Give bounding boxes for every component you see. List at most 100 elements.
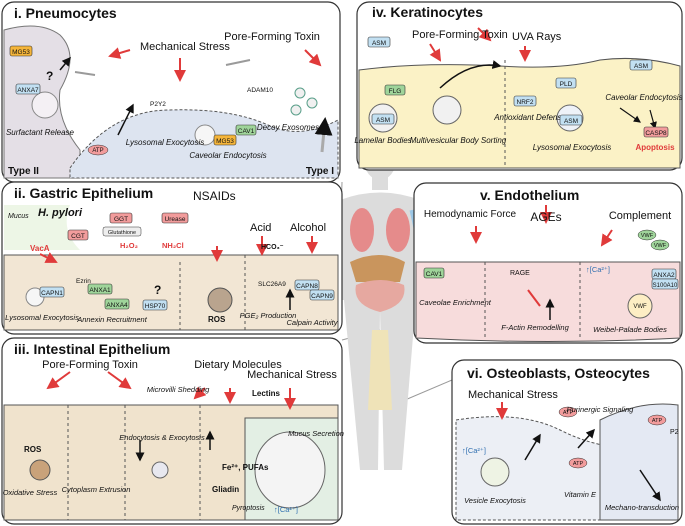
casp8-label: CASP8 xyxy=(645,130,667,137)
urease-box xyxy=(161,212,189,224)
lamellar-bodies-label: Lamellar Bodies xyxy=(354,136,411,145)
nsaids-label: NSAIDs xyxy=(193,189,236,203)
capn1-box xyxy=(39,286,65,298)
asm-label-4: ASM xyxy=(634,63,648,70)
s100a10-label: S100A10 xyxy=(653,283,678,289)
h2o2-label: H₂O₂ xyxy=(120,241,138,250)
pore-forming-toxin-label: Pore-Forming Toxin xyxy=(224,31,320,43)
asm-box-4 xyxy=(629,59,653,71)
multivesicular-body-sorting-label: Multivesicular Body Sorting xyxy=(410,136,507,145)
gliadin-label: Gliadin xyxy=(212,485,239,494)
h-pylori-label: H. pylori xyxy=(38,207,83,219)
intestinal-title: iii. Intestinal Epithelium xyxy=(14,341,170,357)
caveolae-enrichment-label: Caveolae Enrichment xyxy=(419,298,492,307)
anxa7-box xyxy=(15,83,41,95)
intestinal-pore-forming-toxin: Pore-Forming Toxin xyxy=(42,359,138,371)
glutathione-label: Glutathione xyxy=(108,230,136,236)
mg53-box-2 xyxy=(213,134,237,146)
decoy-exosomes-label: Decoy Exosomes xyxy=(257,123,319,132)
anxa7-label: ANXA7 xyxy=(17,87,39,94)
gastric-ros-label: ROS xyxy=(208,315,226,324)
osteo-mechanical-stress: Mechanical Stress xyxy=(468,389,558,401)
surfactant-release-label: Surfactant Release xyxy=(6,128,75,137)
mucus-label: Mucus xyxy=(8,213,29,220)
mechanotransduction-label: Mechano-transduction xyxy=(605,503,679,512)
anxa2-label: ANXA2 xyxy=(653,272,675,279)
keratinocytes-title: iv. Keratinocytes xyxy=(372,4,483,20)
cgt-box xyxy=(67,229,89,241)
vwf-label-2: VWF xyxy=(654,243,667,249)
asm-box-1 xyxy=(367,36,391,48)
hsp70-box xyxy=(142,299,168,311)
lysosomal-exocytosis-label: Lysosomal Exocytosis xyxy=(126,138,205,147)
cav1-box xyxy=(235,124,257,136)
panel-pneumocytes: i. Pneumocytes Mechanical Stress Pore-Fo… xyxy=(1,1,341,183)
hemodynamic-force-label: Hemodynamic Force xyxy=(424,209,517,220)
lectins-label: Lectins xyxy=(252,389,281,398)
vesicle-exocytosis-label: Vesicle Exocytosis xyxy=(464,496,526,505)
question-mark: ? xyxy=(46,69,53,83)
mucus-secretion-label: Mucus Secretion xyxy=(288,429,344,438)
mg53-box xyxy=(9,45,33,57)
ezrin-label: Ezrin xyxy=(76,278,91,285)
cav1-label: CAV1 xyxy=(238,128,255,135)
intestinal-mechanical-stress: Mechanical Stress xyxy=(247,369,337,381)
urease-label: Urease xyxy=(165,216,186,223)
gastric-title: ii. Gastric Epithelium xyxy=(14,185,153,201)
panel-osteo: vi. Osteoblasts, Osteocytes Mechanical S… xyxy=(451,359,683,525)
cytoplasm-extrusion-label: Cytoplasm Extrusion xyxy=(62,485,131,494)
osteo-calcium-label: ↑[Ca²⁺] xyxy=(462,446,486,455)
uva-rays-label: UVA Rays xyxy=(512,31,562,43)
hco3-label: HCO₃⁻ xyxy=(261,244,284,251)
atp-label: ATP xyxy=(92,148,103,154)
keratinocytes-pore-forming-toxin: Pore-Forming Toxin xyxy=(412,29,508,41)
type-i-label: Type I xyxy=(306,166,334,177)
s100a10-box xyxy=(651,278,679,290)
gastric-lysosomal-exocytosis: Lysosomal Exocytosis xyxy=(5,313,79,322)
vitamin-e-label: Vitamin E xyxy=(564,490,597,499)
asm-label-1: ASM xyxy=(372,40,386,47)
dietary-molecules-label: Dietary Molecules xyxy=(194,359,282,371)
alcohol-label: Alcohol xyxy=(290,222,326,234)
purinergic-signaling-label: Purinergic Signaling xyxy=(567,405,635,414)
slc26a9-label: SLC26A9 xyxy=(258,281,286,288)
pld-label: PLD xyxy=(560,81,573,88)
asm-label-2: ASM xyxy=(376,117,390,124)
vwf-label-1: VWF xyxy=(641,233,654,239)
apoptosis-label: Apoptosis xyxy=(635,143,675,152)
keratinocytes-lysosomal-exocytosis: Lysosomal Exocytosis xyxy=(533,143,612,152)
asm-box-2 xyxy=(371,113,395,125)
mechanical-stress-label: Mechanical Stress xyxy=(140,41,230,53)
nrf2-label: NRF2 xyxy=(517,99,534,106)
osteo-title: vi. Osteoblasts, Osteocytes xyxy=(467,365,650,381)
endocytosis-exocytosis-label: Endocytosis & Exocytosis xyxy=(119,433,205,442)
caveolar-endocytosis-label: Caveolar Endocytosis xyxy=(189,151,266,160)
capn8-label: CAPN8 xyxy=(296,283,318,290)
asm-label-3: ASM xyxy=(564,118,578,125)
mg53-label-2: MG53 xyxy=(216,138,234,145)
oxidative-stress-label: Oxidative Stress xyxy=(3,488,58,497)
vaca-label: VacA xyxy=(30,244,50,253)
osteo-atp-2: ATP xyxy=(652,418,663,424)
acid-label: Acid xyxy=(250,222,271,234)
annexin-recruitment-label: Annexin Recruitment xyxy=(76,315,148,324)
casp8-box xyxy=(643,126,669,138)
complement-label: Complement xyxy=(609,210,671,222)
endothelium-cav1-label: CAV1 xyxy=(426,271,443,278)
flg-label: FLG xyxy=(389,88,402,95)
ages-label: AGEs xyxy=(530,210,561,224)
osteo-atp-3: ATP xyxy=(573,461,584,467)
hsp70-label: HSP70 xyxy=(145,303,166,310)
calpain-activity-label: Calpain Activity xyxy=(287,318,339,327)
p2-label: P2 xyxy=(670,429,679,436)
pyroptosis-label: Pyroptosis xyxy=(232,505,265,512)
capn8-box xyxy=(294,279,320,291)
f-actin-remodelling-label: F-Actin Remodelling xyxy=(501,323,569,332)
gastric-question-mark: ? xyxy=(154,283,161,297)
capn9-label: CAPN9 xyxy=(311,293,333,300)
panel-intestinal: iii. Intestinal Epithelium Pore-Forming … xyxy=(1,337,344,525)
intestinal-ros-label: ROS xyxy=(24,445,42,454)
weibel-palade-bodies-label: Weibel-Palade Bodies xyxy=(593,325,667,334)
capn1-label: CAPN1 xyxy=(41,290,63,297)
adam10-label: ADAM10 xyxy=(247,87,273,94)
